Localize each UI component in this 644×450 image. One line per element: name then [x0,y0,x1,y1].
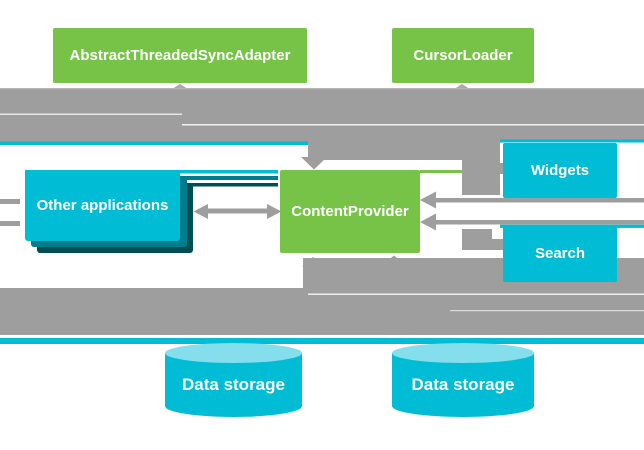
cyan-line-storage [0,338,644,344]
elbow-search-arm [462,239,503,250]
arrow-search-to-contentprovider-head [420,213,436,231]
arrow-widgets-to-contentprovider-head [420,191,436,209]
arrowhead-down-into-contentprovider [301,157,327,170]
node-search: Search [503,226,617,282]
node-other-applications: Other applications [25,170,180,241]
arrowhead-up-into-contentprovider-right [382,255,406,266]
gray-band-top-edge [0,88,644,90]
content-provider-label: ContentProvider [291,202,409,220]
arrowhead-up-into-contentprovider-left [302,257,324,267]
arrowhead-up-cursor-loader [455,84,469,89]
bottom-band-hairline [308,293,644,295]
arrow-otherapps-contentprovider-shaft [208,208,267,214]
node-abstract-threaded-sync-adapter: AbstractThreadedSyncAdapter [53,28,307,83]
green-line-contentprovider-top [420,170,462,173]
gray-band-bottom [0,288,644,335]
left-stub-upper [0,199,20,204]
data-storage-right-label: Data storage [411,375,515,394]
node-cursor-loader: CursorLoader [392,28,534,83]
cylinder-left-top-ellipse [165,343,302,363]
band-hairline-right [182,124,644,126]
arrowhead-up-sync-adapter [173,84,187,89]
arrowhead-left-to-otherapps [193,204,208,219]
widgets-label: Widgets [530,161,590,179]
sync-adapter-label: AbstractThreadedSyncAdapter [69,46,291,64]
cylinder-right-top-ellipse [392,343,534,363]
band-hairline-left [0,113,182,115]
gray-band-left-lip [0,135,308,142]
left-stub-lower [0,221,20,226]
arrow-widgets-to-contentprovider-shaft [436,198,644,203]
node-content-provider: ContentProvider [280,170,420,253]
gray-band-top [0,88,644,135]
cylinder-right-body [392,353,534,417]
search-label: Search [534,245,586,263]
cylinder-left-body [165,353,302,417]
arrow-search-to-contentprovider-shaft [436,220,644,225]
other-applications-label: Other applications [36,196,169,214]
node-widgets: Widgets [503,143,617,198]
cyan-line-widgets-top [500,139,644,143]
gray-band-right-lip [497,135,644,140]
elbow-widgets-arm [462,163,503,174]
data-storage-left-label: Data storage [182,375,285,394]
arrowhead-right-to-contentprovider [267,204,282,219]
cursor-loader-label: CursorLoader [413,46,513,64]
bottom-band-hairline-2 [450,310,644,312]
cyan-line-left [0,141,308,145]
